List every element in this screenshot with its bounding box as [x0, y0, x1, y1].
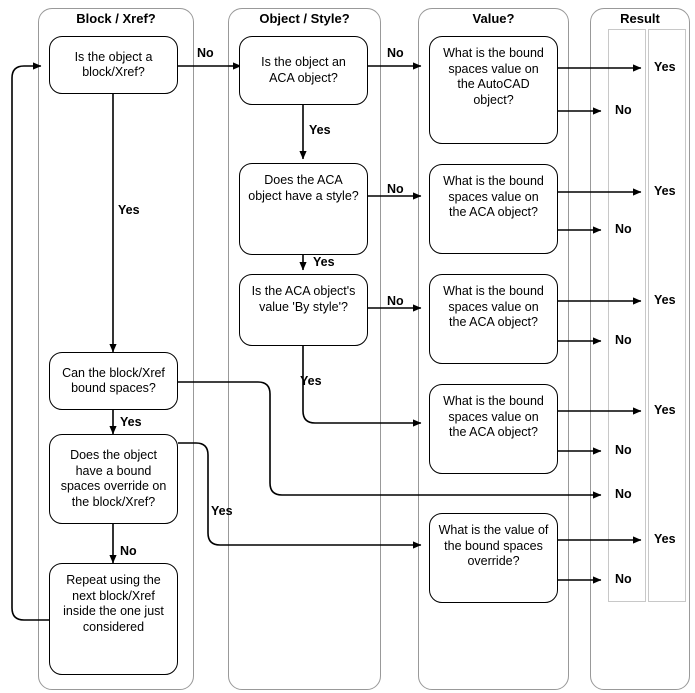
node-value-aca-object-2[interactable]: What is the bound spaces value on the AC…: [429, 274, 558, 364]
edge-label-aca-style-no: No: [387, 182, 404, 196]
node-repeat-next-block-xref[interactable]: Repeat using the next block/Xref inside …: [49, 563, 178, 675]
node-is-block-xref[interactable]: Is the object a block/Xref?: [49, 36, 178, 94]
result-label-5: Yes: [654, 293, 676, 307]
node-value-aca-object-1[interactable]: What is the bound spaces value on the AC…: [429, 164, 558, 254]
result-label-9: No: [615, 487, 632, 501]
result-label-7: Yes: [654, 403, 676, 417]
result-label-10: Yes: [654, 532, 676, 546]
node-label: What is the bound spaces value on the AC…: [443, 394, 544, 439]
node-value-aca-object-3[interactable]: What is the bound spaces value on the AC…: [429, 384, 558, 474]
lane-title-object-style: Object / Style?: [259, 11, 350, 26]
node-label: Repeat using the next block/Xref inside …: [63, 573, 164, 634]
edge-label-override-no: No: [120, 544, 137, 558]
edge-label-block-yes: Yes: [118, 203, 140, 217]
node-label: Can the block/Xref bound spaces?: [62, 365, 165, 396]
node-aca-value-by-style[interactable]: Is the ACA object's value 'By style'?: [239, 274, 368, 346]
edge-label-aca-object-no: No: [387, 46, 404, 60]
node-label: What is the bound spaces value on the AC…: [443, 284, 544, 329]
result-label-6: No: [615, 333, 632, 347]
node-label: Is the object an ACA object?: [261, 55, 346, 85]
result-label-3: Yes: [654, 184, 676, 198]
node-label: What is the bound spaces value on the Au…: [443, 46, 544, 107]
lane-object-style: [228, 8, 381, 690]
lane-value: [418, 8, 569, 690]
lane-title-value: Value?: [472, 11, 515, 26]
node-value-autocad-object[interactable]: What is the bound spaces value on the Au…: [429, 36, 558, 144]
node-label: What is the value of the bound spaces ov…: [438, 523, 549, 568]
edge-label-aca-object-yes: Yes: [309, 123, 331, 137]
result-label-4: No: [615, 222, 632, 236]
result-column-yes: [648, 29, 686, 602]
node-value-bound-spaces-override[interactable]: What is the value of the bound spaces ov…: [429, 513, 558, 603]
lane-title-result: Result: [620, 11, 660, 26]
edge-label-can-bound-yes: Yes: [120, 415, 142, 429]
result-column-no: [608, 29, 646, 602]
node-label: Does the object have a bound spaces over…: [60, 448, 167, 509]
lane-block-xref: [38, 8, 194, 690]
node-label: Is the object a block/Xref?: [74, 49, 153, 80]
node-aca-has-style[interactable]: Does the ACA object have a style?: [239, 163, 368, 255]
result-label-1: Yes: [654, 60, 676, 74]
node-can-block-bound-spaces[interactable]: Can the block/Xref bound spaces?: [49, 352, 178, 410]
result-label-11: No: [615, 572, 632, 586]
node-label: Is the ACA object's value 'By style'?: [251, 284, 356, 314]
node-label: What is the bound spaces value on the AC…: [443, 174, 544, 219]
edge-label-by-style-yes: Yes: [300, 374, 322, 388]
lane-result: [590, 8, 690, 690]
result-label-8: No: [615, 443, 632, 457]
edge-label-by-style-no: No: [387, 294, 404, 308]
node-is-aca-object[interactable]: Is the object an ACA object?: [239, 36, 368, 105]
node-label: Does the ACA object have a style?: [248, 173, 359, 203]
edge-label-aca-style-yes: Yes: [313, 255, 335, 269]
result-label-2: No: [615, 103, 632, 117]
edge-label-block-no: No: [197, 46, 214, 60]
lane-title-block-xref: Block / Xref?: [76, 11, 156, 26]
edge-label-override-yes: Yes: [211, 504, 233, 518]
node-has-bound-spaces-override[interactable]: Does the object have a bound spaces over…: [49, 434, 178, 524]
